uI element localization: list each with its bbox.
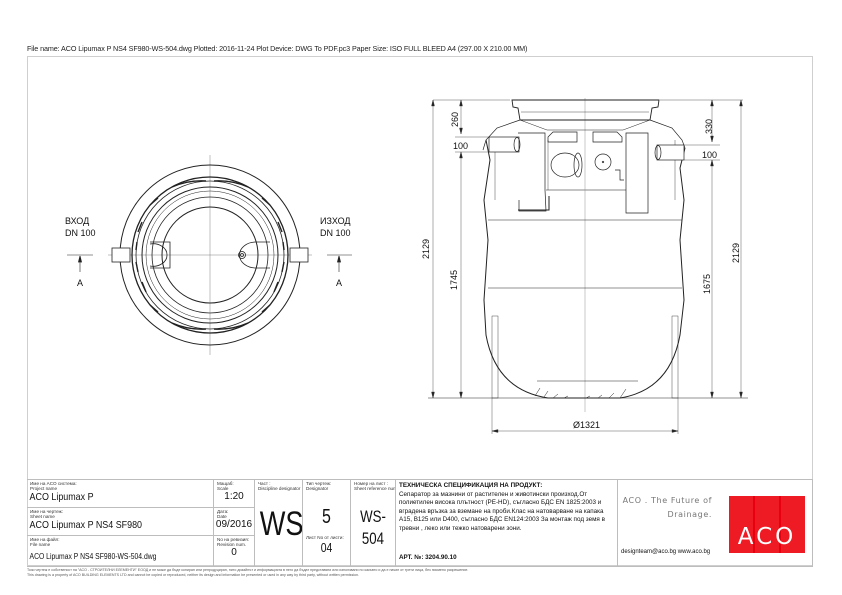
brand-panel: ACO . The Future of Drainage. designteam… — [618, 480, 813, 567]
sheet-name: ACO Lipumax P NS4 SF980 — [29, 519, 143, 531]
designator-value: 5 — [322, 506, 331, 528]
revision-label: No на ревизия: — [217, 537, 250, 542]
project-label: Име на ACO система: — [30, 481, 77, 486]
inlet-label: ВХОД — [65, 216, 89, 226]
revision-value: 0 — [231, 547, 237, 558]
dim-inlet-height: 1745 — [449, 270, 459, 290]
sheet-ref-cell: Номер на лист : Sheet reference num. WS-… — [351, 480, 396, 567]
dim-total-left: 2129 — [421, 239, 431, 259]
sheet-of-value: 04 — [320, 540, 333, 555]
scale-label-en: Scale — [217, 486, 229, 491]
plot-info: File name: ACO Lipumax P NS4 SF980-WS-50… — [27, 44, 528, 53]
aco-logo: ACO — [729, 496, 805, 553]
file-label: Име на файл: — [30, 537, 60, 542]
tagline-2: Drainage. — [667, 510, 712, 519]
sheet-name-cell: Име на чертеж: Sheet name ACO Lipumax P … — [27, 508, 214, 536]
logo-text: ACO — [737, 524, 797, 550]
date-cell: Дата: Date 09/2016 — [214, 508, 255, 536]
dim-inlet-dia: 100 — [453, 141, 468, 151]
product-spec: ТЕХНИЧЕСКА СПЕЦИФИКАЦИЯ НА ПРОДУКТ: Сепа… — [396, 480, 618, 567]
inlet-dn: DN 100 — [65, 228, 96, 238]
sheet-ref-label: Номер на лист : — [354, 481, 388, 486]
drawing-frame — [27, 56, 813, 566]
scale-value: 1:20 — [224, 491, 244, 502]
discipline-cell: Част : Discipline designator WS — [255, 480, 303, 567]
revision-cell: No на ревизия: Revision num. 0 — [214, 536, 255, 567]
section-view — [428, 98, 748, 412]
designator-label-en: Designator — [306, 486, 329, 491]
date-label: Дата: — [217, 509, 229, 514]
section-mark-left: A — [77, 278, 83, 288]
sheet-label: Име на чертеж: — [30, 509, 63, 514]
dim-top-to-inlet: 260 — [450, 112, 460, 127]
discipline-label: Част : — [258, 481, 271, 486]
sheet-ref-value: WS-504 — [360, 507, 386, 548]
tagline-1: ACO . The Future of — [622, 496, 712, 505]
outlet-dn: DN 100 — [320, 228, 351, 238]
project-name-cell: Име на ACO система: Project name ACO Lip… — [27, 480, 214, 508]
dim-outlet-dia: 100 — [702, 150, 717, 160]
sheet-ref-label-en: Sheet reference num. — [354, 486, 396, 491]
sheet-of-label: Лист No от листи: — [306, 535, 344, 540]
spec-title: ТЕХНИЧЕСКА СПЕЦИФИКАЦИЯ НА ПРОДУКТ: — [399, 482, 543, 489]
dim-diameter: Ø1321 — [573, 420, 600, 430]
plan-view — [67, 155, 352, 355]
date-value: 09/2016 — [215, 519, 253, 530]
scale-label: Мащаб: — [217, 481, 234, 486]
project-label-en: Project name — [30, 486, 58, 491]
revision-label-en: Revision num. — [217, 542, 247, 547]
designator-label: Тип чертеж: — [306, 481, 332, 486]
outlet-label: ИЗХОД — [320, 216, 351, 226]
scale-cell: Мащаб: Scale 1:20 — [214, 480, 255, 508]
file-label-en: File name — [30, 542, 51, 547]
file-name: ACO Lipumax P NS4 SF980-WS-504.dwg — [29, 552, 157, 561]
project-name: ACO Lipumax P — [29, 491, 94, 503]
contact-info: designteam@aco.bg www.aco.bg — [621, 549, 711, 555]
article-number: АРТ. №: 3204.90.10 — [399, 554, 457, 562]
copyright-en: This drawing is a property of ACO BUILDI… — [27, 572, 360, 577]
copyright-bg: Този чертеж е собственост на "ACO - СТРО… — [27, 568, 469, 572]
designator-cell: Тип чертеж: Designator 5 Лист No от лист… — [303, 480, 351, 567]
spec-body: Сепаратор за мазнини от растителен и жив… — [399, 490, 605, 532]
dim-outlet-height: 1675 — [702, 274, 712, 294]
date-label-en: Date — [217, 514, 227, 519]
file-name-cell: Име на файл: File name ACO Lipumax P NS4… — [27, 536, 214, 567]
dimension-lines — [431, 99, 743, 434]
sheet-label-en: Sheet name — [30, 514, 55, 519]
dim-top-to-outlet: 330 — [704, 119, 714, 134]
discipline-label-en: Discipline designator — [258, 486, 301, 491]
discipline-value: WS — [259, 505, 303, 543]
section-mark-right: A — [336, 278, 342, 288]
copyright-footer: Този чертеж е собственост на "ACO - СТРО… — [27, 568, 468, 577]
dim-total-right: 2129 — [731, 243, 741, 263]
title-block: Име на ACO система: Project name ACO Lip… — [27, 479, 813, 567]
